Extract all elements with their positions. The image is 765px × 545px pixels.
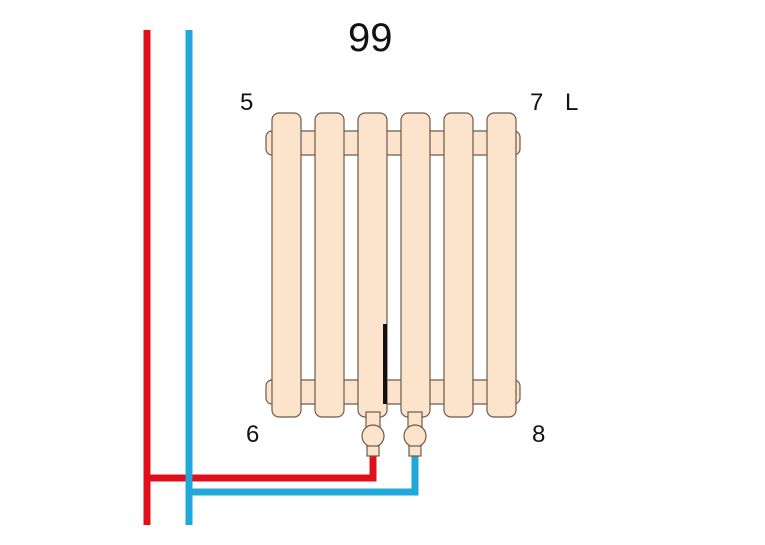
label-top-left: 5: [240, 89, 254, 116]
radiator: [265, 112, 521, 418]
label-side: L: [565, 89, 579, 116]
valve-left-outlet: [366, 445, 380, 457]
label-bottom-right: 8: [532, 421, 546, 448]
valve-right-outlet: [408, 445, 422, 457]
valve-right-body: [403, 424, 427, 448]
hot-supply-pipe: [143, 30, 377, 525]
pipes: [143, 30, 419, 525]
radiator-bottom-header: [265, 379, 521, 405]
radiator-section: [486, 112, 517, 418]
valves: [361, 411, 427, 457]
label-bottom-left: 6: [246, 421, 260, 448]
radiator-sections: [271, 112, 517, 418]
radiator-section: [314, 112, 345, 418]
radiator-section: [271, 112, 302, 418]
cold-return-pipe: [185, 30, 419, 525]
label-top-right: 7: [530, 89, 544, 116]
radiator-section: [400, 112, 431, 418]
radiator-section: [443, 112, 474, 418]
valve-left-body: [361, 424, 385, 448]
radiator-top-header: [265, 130, 521, 156]
diagram-title: 99: [348, 16, 393, 60]
radiator-section: [357, 112, 388, 418]
